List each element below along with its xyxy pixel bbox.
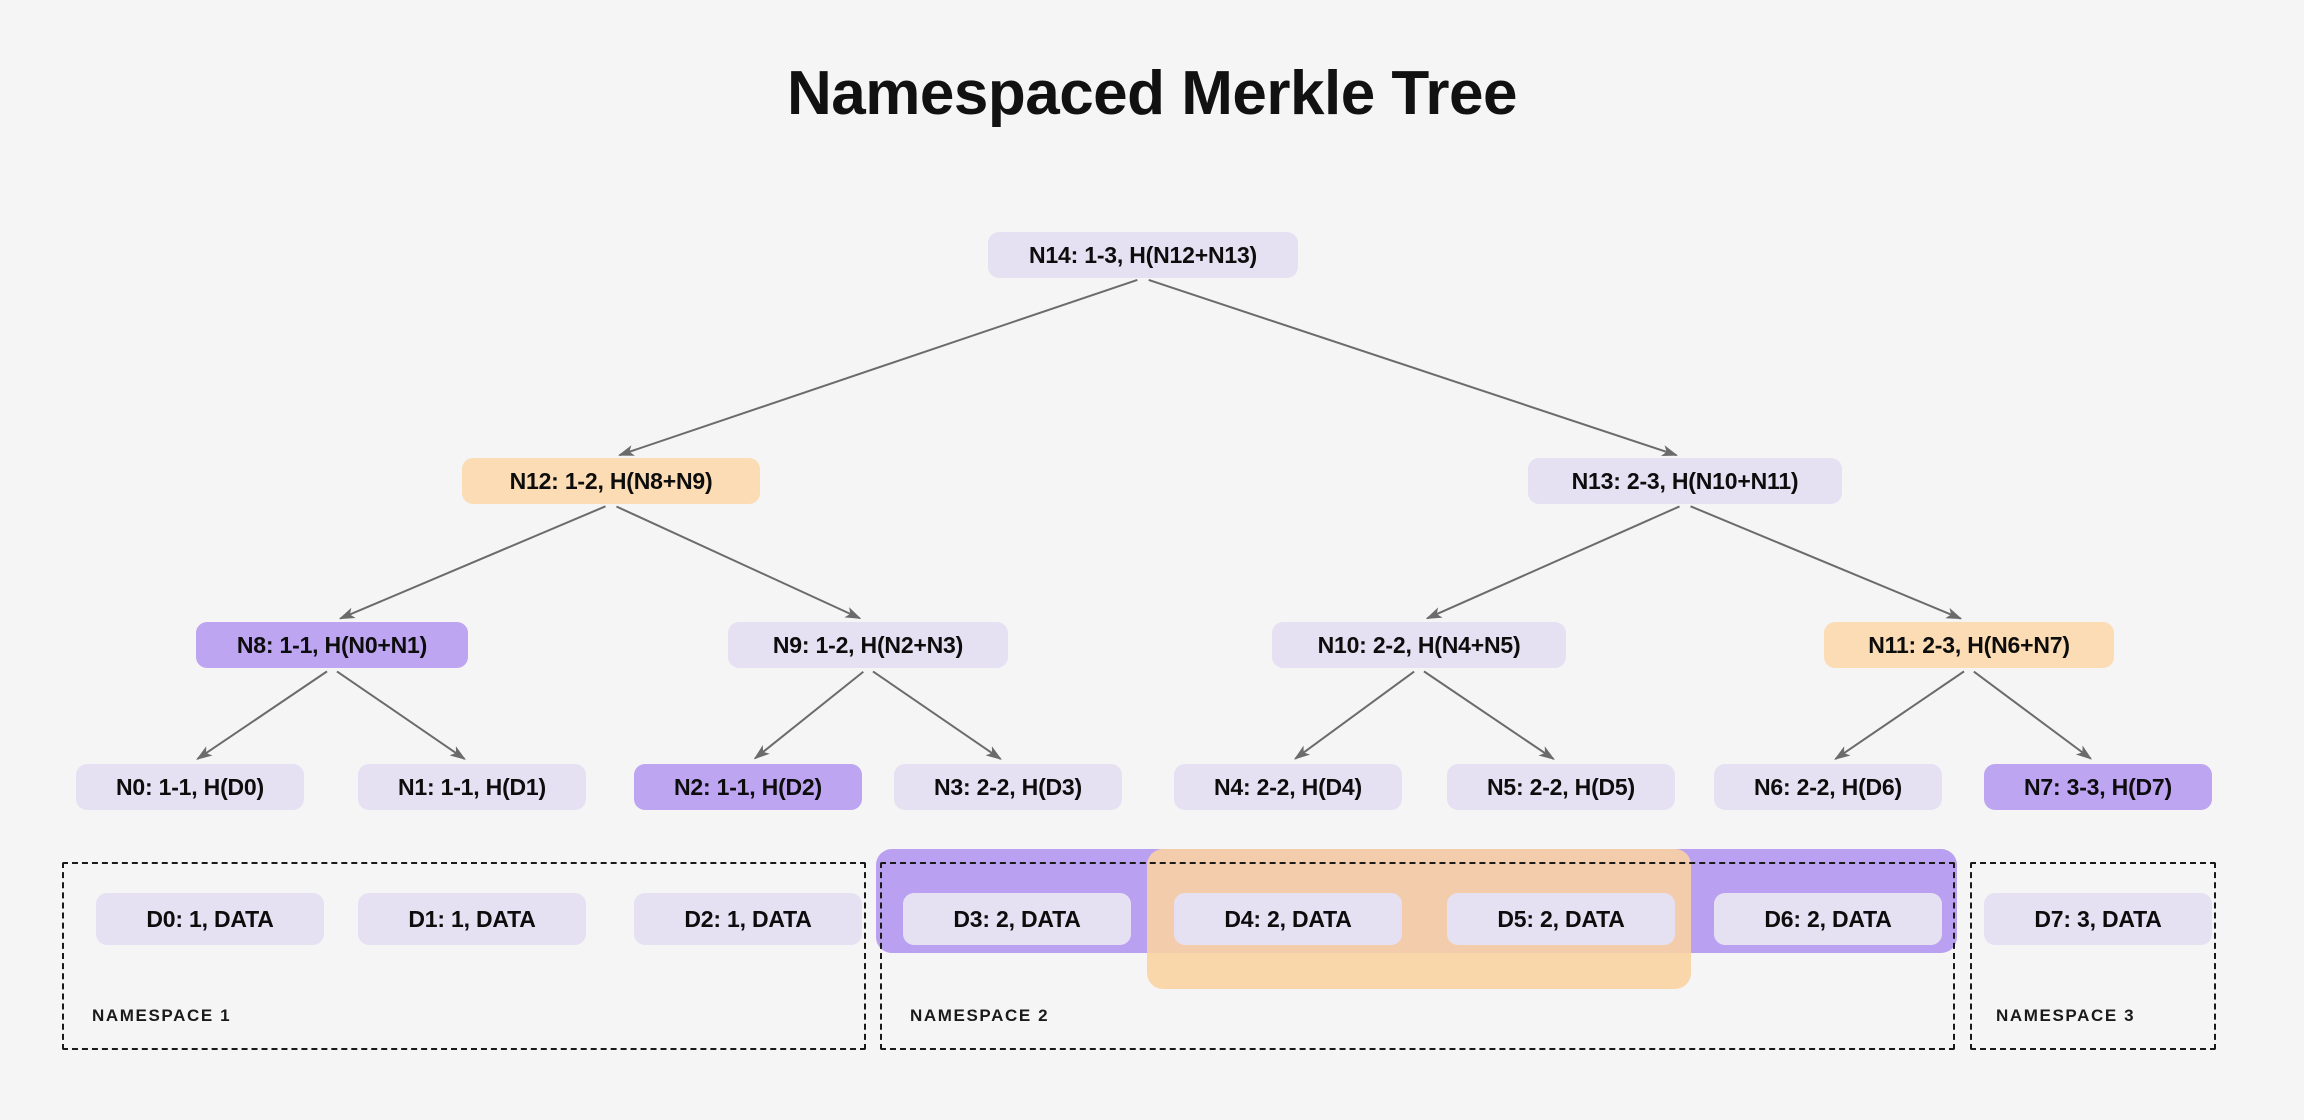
data-chip-d7[interactable]: D7: 3, DATA xyxy=(1984,893,2212,945)
tree-node-label: N12: 1-2, H(N8+N9) xyxy=(509,467,713,494)
edge-n13-to-n11 xyxy=(1690,505,1963,620)
edge-n9-to-n2 xyxy=(753,670,864,760)
data-chip-label: D2: 1, DATA xyxy=(684,905,812,932)
namespace-group-1 xyxy=(62,862,866,1050)
edge-n11-to-n6 xyxy=(1834,670,1965,760)
edge-n8-to-n0 xyxy=(196,670,328,760)
tree-node-n6[interactable]: N6: 2-2, H(D6) xyxy=(1714,764,1942,810)
edge-n8-to-n1 xyxy=(336,670,466,760)
tree-node-label: N5: 2-2, H(D5) xyxy=(1486,773,1635,800)
edge-n13-to-n10 xyxy=(1425,505,1680,620)
tree-node-label: N13: 2-3, H(N10+N11) xyxy=(1571,467,1799,494)
tree-node-label: N4: 2-2, H(D4) xyxy=(1213,773,1362,800)
data-chip-d5[interactable]: D5: 2, DATA xyxy=(1447,893,1675,945)
data-chip-d4[interactable]: D4: 2, DATA xyxy=(1174,893,1402,945)
tree-node-label: N11: 2-3, H(N6+N7) xyxy=(1868,631,2070,658)
tree-node-n2[interactable]: N2: 1-1, H(D2) xyxy=(634,764,862,810)
data-chip-d1[interactable]: D1: 1, DATA xyxy=(358,893,586,945)
tree-node-label: N7: 3-3, H(D7) xyxy=(2023,773,2172,800)
namespace-label-1: NAMESPACE 1 xyxy=(92,1006,232,1025)
data-chip-label: D6: 2, DATA xyxy=(1764,905,1892,932)
tree-node-n10[interactable]: N10: 2-2, H(N4+N5) xyxy=(1272,622,1566,668)
data-chip-label: D0: 1, DATA xyxy=(146,905,274,932)
namespace-group-3 xyxy=(1970,862,2216,1050)
tree-node-n11[interactable]: N11: 2-3, H(N6+N7) xyxy=(1824,622,2114,668)
edge-n12-to-n9 xyxy=(616,505,862,620)
data-chip-d3[interactable]: D3: 2, DATA xyxy=(903,893,1131,945)
data-chip-label: D3: 2, DATA xyxy=(953,905,1081,932)
tree-node-n0[interactable]: N0: 1-1, H(D0) xyxy=(76,764,304,810)
edge-n9-to-n3 xyxy=(872,670,1002,760)
tree-node-n8[interactable]: N8: 1-1, H(N0+N1) xyxy=(196,622,468,668)
tree-node-label: N9: 1-2, H(N2+N3) xyxy=(772,631,964,658)
edge-n11-to-n7 xyxy=(1973,670,2093,760)
data-chip-label: D5: 2, DATA xyxy=(1497,905,1625,932)
namespace-label-2: NAMESPACE 2 xyxy=(910,1006,1050,1025)
edge-n12-to-n8 xyxy=(338,505,606,620)
tree-node-label: N6: 2-2, H(D6) xyxy=(1753,773,1902,800)
data-chip-label: D7: 3, DATA xyxy=(2034,905,2162,932)
namespace-group-2 xyxy=(880,862,1955,1050)
tree-node-label: N2: 1-1, H(D2) xyxy=(673,773,822,800)
tree-node-label: N8: 1-1, H(N0+N1) xyxy=(236,631,428,658)
data-chip-d2[interactable]: D2: 1, DATA xyxy=(634,893,862,945)
data-chip-label: D4: 2, DATA xyxy=(1224,905,1352,932)
tree-node-n9[interactable]: N9: 1-2, H(N2+N3) xyxy=(728,622,1008,668)
tree-node-n4[interactable]: N4: 2-2, H(D4) xyxy=(1174,764,1402,810)
edge-n10-to-n5 xyxy=(1423,670,1555,760)
tree-node-label: N1: 1-1, H(D1) xyxy=(397,773,546,800)
tree-node-n14[interactable]: N14: 1-3, H(N12+N13) xyxy=(988,232,1298,278)
page-title: Namespaced Merkle Tree xyxy=(787,59,1517,128)
tree-node-n12[interactable]: N12: 1-2, H(N8+N9) xyxy=(462,458,760,504)
tree-node-label: N14: 1-3, H(N12+N13) xyxy=(1028,241,1257,268)
tree-node-label: N10: 2-2, H(N4+N5) xyxy=(1317,631,1521,658)
tree-node-n7[interactable]: N7: 3-3, H(D7) xyxy=(1984,764,2212,810)
tree-node-n13[interactable]: N13: 2-3, H(N10+N11) xyxy=(1528,458,1842,504)
namespace-label-3: NAMESPACE 3 xyxy=(1996,1006,2136,1025)
edge-n10-to-n4 xyxy=(1293,670,1415,760)
data-chip-d0[interactable]: D0: 1, DATA xyxy=(96,893,324,945)
tree-node-label: N3: 2-2, H(D3) xyxy=(933,773,1082,800)
edge-n14-to-n13 xyxy=(1148,278,1678,457)
tree-node-n1[interactable]: N1: 1-1, H(D1) xyxy=(358,764,586,810)
data-chip-d6[interactable]: D6: 2, DATA xyxy=(1714,893,1942,945)
data-chip-label: D1: 1, DATA xyxy=(408,905,536,932)
tree-node-label: N0: 1-1, H(D0) xyxy=(115,773,264,800)
tree-node-n5[interactable]: N5: 2-2, H(D5) xyxy=(1447,764,1675,810)
tree-node-n3[interactable]: N3: 2-2, H(D3) xyxy=(894,764,1122,810)
edge-n14-to-n12 xyxy=(618,278,1138,457)
